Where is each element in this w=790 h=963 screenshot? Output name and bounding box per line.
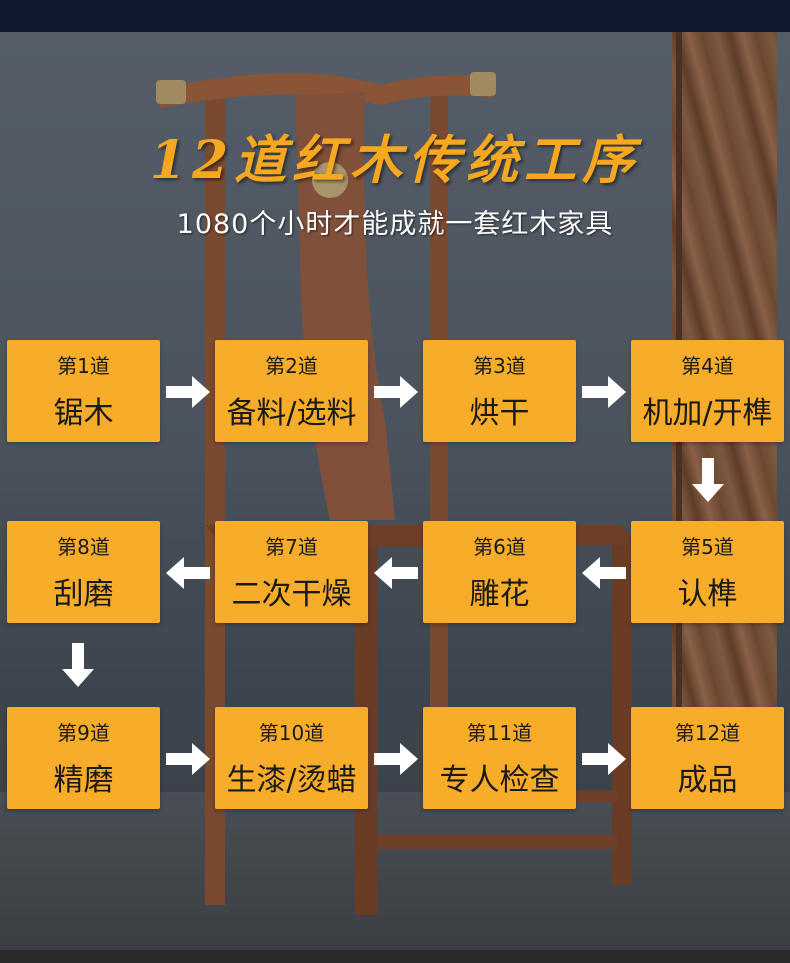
- chair-front-right-leg: [612, 545, 632, 885]
- step-name: 认榫: [677, 577, 738, 612]
- arrow-down-icon: [62, 643, 94, 687]
- step-5: 第5道 认榫: [631, 521, 784, 623]
- chair-left-upright: [205, 95, 225, 905]
- step-name: 烘干: [469, 396, 530, 431]
- step-3: 第3道 烘干: [423, 340, 576, 442]
- step-name: 精磨: [53, 763, 114, 798]
- step-number: 第6道: [473, 535, 526, 559]
- step-name: 二次干燥: [231, 577, 352, 612]
- chair-crest-cap-right: [470, 72, 496, 96]
- chair-front-stretcher: [377, 835, 617, 849]
- page-subtitle: 1080个小时才能成就一套红木家具: [176, 209, 614, 240]
- bottom-bar: [0, 950, 790, 963]
- step-number: 第9道: [57, 721, 110, 745]
- step-number: 第3道: [473, 354, 526, 378]
- chair-right-upright: [430, 95, 448, 795]
- arrow-down-icon: [692, 458, 724, 502]
- arrow-left-icon: [582, 557, 626, 589]
- arrow-right-icon: [374, 743, 418, 775]
- arrow-left-icon: [166, 557, 210, 589]
- chair-splat-medallion: [312, 162, 348, 198]
- step-4: 第4道 机加/开榫: [631, 340, 784, 442]
- step-12: 第12道 成品: [631, 707, 784, 809]
- step-name: 锯木: [53, 396, 114, 431]
- arrow-right-icon: [166, 743, 210, 775]
- step-number: 第4道: [681, 354, 734, 378]
- step-name: 雕花: [469, 577, 530, 612]
- page-title: 12道红木传统工序: [149, 130, 641, 191]
- step-8: 第8道 刮磨: [7, 521, 160, 623]
- step-name: 专人检查: [439, 763, 560, 798]
- arrow-left-icon: [374, 557, 418, 589]
- step-7: 第7道 二次干燥: [215, 521, 368, 623]
- step-2: 第2道 备料/选料: [215, 340, 368, 442]
- step-number: 第12道: [674, 721, 741, 745]
- step-number: 第11道: [466, 721, 533, 745]
- step-number: 第5道: [681, 535, 734, 559]
- step-9: 第9道 精磨: [7, 707, 160, 809]
- step-name: 生漆/烫蜡: [226, 763, 357, 798]
- step-name: 备料/选料: [226, 396, 357, 431]
- floor: [0, 792, 790, 950]
- step-number: 第10道: [258, 721, 325, 745]
- chair-crest-rail: [160, 73, 492, 108]
- step-number: 第8道: [57, 535, 110, 559]
- step-10: 第10道 生漆/烫蜡: [215, 707, 368, 809]
- arrow-right-icon: [582, 743, 626, 775]
- step-name: 机加/开榫: [642, 396, 773, 431]
- arrow-right-icon: [166, 376, 210, 408]
- top-bar: [0, 0, 790, 32]
- step-11: 第11道 专人检查: [423, 707, 576, 809]
- chair-crest-cap-left: [156, 80, 186, 104]
- step-number: 第7道: [265, 535, 318, 559]
- step-1: 第1道 锯木: [7, 340, 160, 442]
- step-name: 成品: [677, 763, 738, 798]
- step-number: 第1道: [57, 354, 110, 378]
- arrow-right-icon: [582, 376, 626, 408]
- step-number: 第2道: [265, 354, 318, 378]
- arrow-right-icon: [374, 376, 418, 408]
- step-6: 第6道 雕花: [423, 521, 576, 623]
- step-name: 刮磨: [53, 577, 114, 612]
